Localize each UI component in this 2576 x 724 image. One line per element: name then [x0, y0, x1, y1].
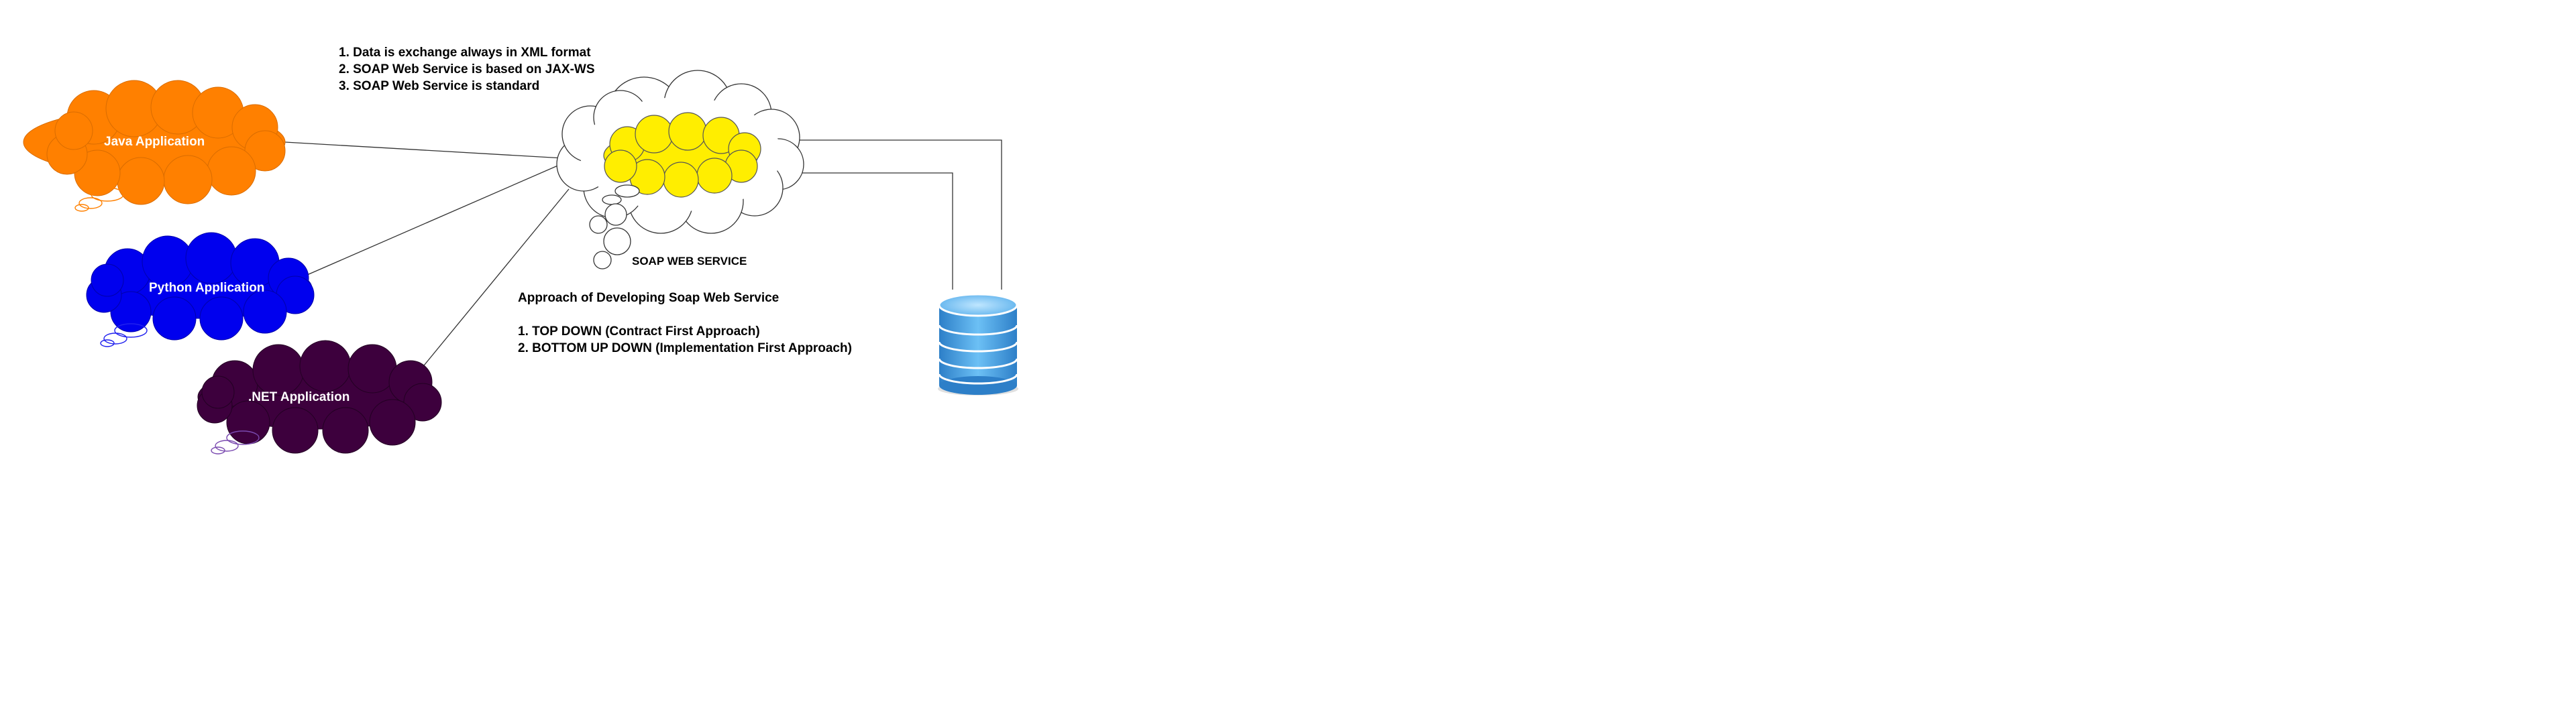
java-thought-bubbles	[74, 187, 124, 212]
dotnet-connector	[421, 188, 570, 369]
python-application-label: Python Application	[149, 281, 265, 295]
approach-section: Approach of Developing Soap Web Service …	[518, 290, 852, 357]
approach-title: Approach of Developing Soap Web Service	[518, 291, 780, 305]
db-connector-inner	[788, 172, 953, 290]
features-list: 1. Data is exchange always in XML format…	[339, 44, 595, 95]
soap-thought-bubbles	[589, 184, 640, 269]
python-thought-bubbles	[100, 323, 148, 347]
connectors	[284, 139, 1002, 369]
features-item: 3. SOAP Web Service is standard	[339, 79, 540, 93]
java-application-label: Java Application	[104, 135, 205, 149]
dotnet-application-label: .NET Application	[248, 390, 350, 404]
soap-service-label: SOAP WEB SERVICE	[632, 255, 747, 267]
approach-item: 2. BOTTOM UP DOWN (Implementation First …	[518, 341, 852, 355]
java-connector	[284, 141, 564, 159]
dotnet-application-cloud[interactable]	[197, 340, 442, 455]
python-application-cloud[interactable]	[86, 232, 315, 347]
python-connector	[307, 162, 566, 276]
database-icon	[938, 293, 1018, 396]
dotnet-thought-bubbles	[211, 430, 260, 455]
db-connector-outer	[794, 139, 1002, 290]
approach-item: 1. TOP DOWN (Contract First Approach)	[518, 324, 760, 339]
java-application-cloud[interactable]	[23, 80, 286, 212]
features-item: 2. SOAP Web Service is based on JAX-WS	[339, 62, 595, 76]
soap-service-cloud[interactable]	[556, 70, 804, 269]
soap-service-inner-cloud	[603, 112, 761, 198]
features-item: 1. Data is exchange always in XML format	[339, 46, 591, 60]
